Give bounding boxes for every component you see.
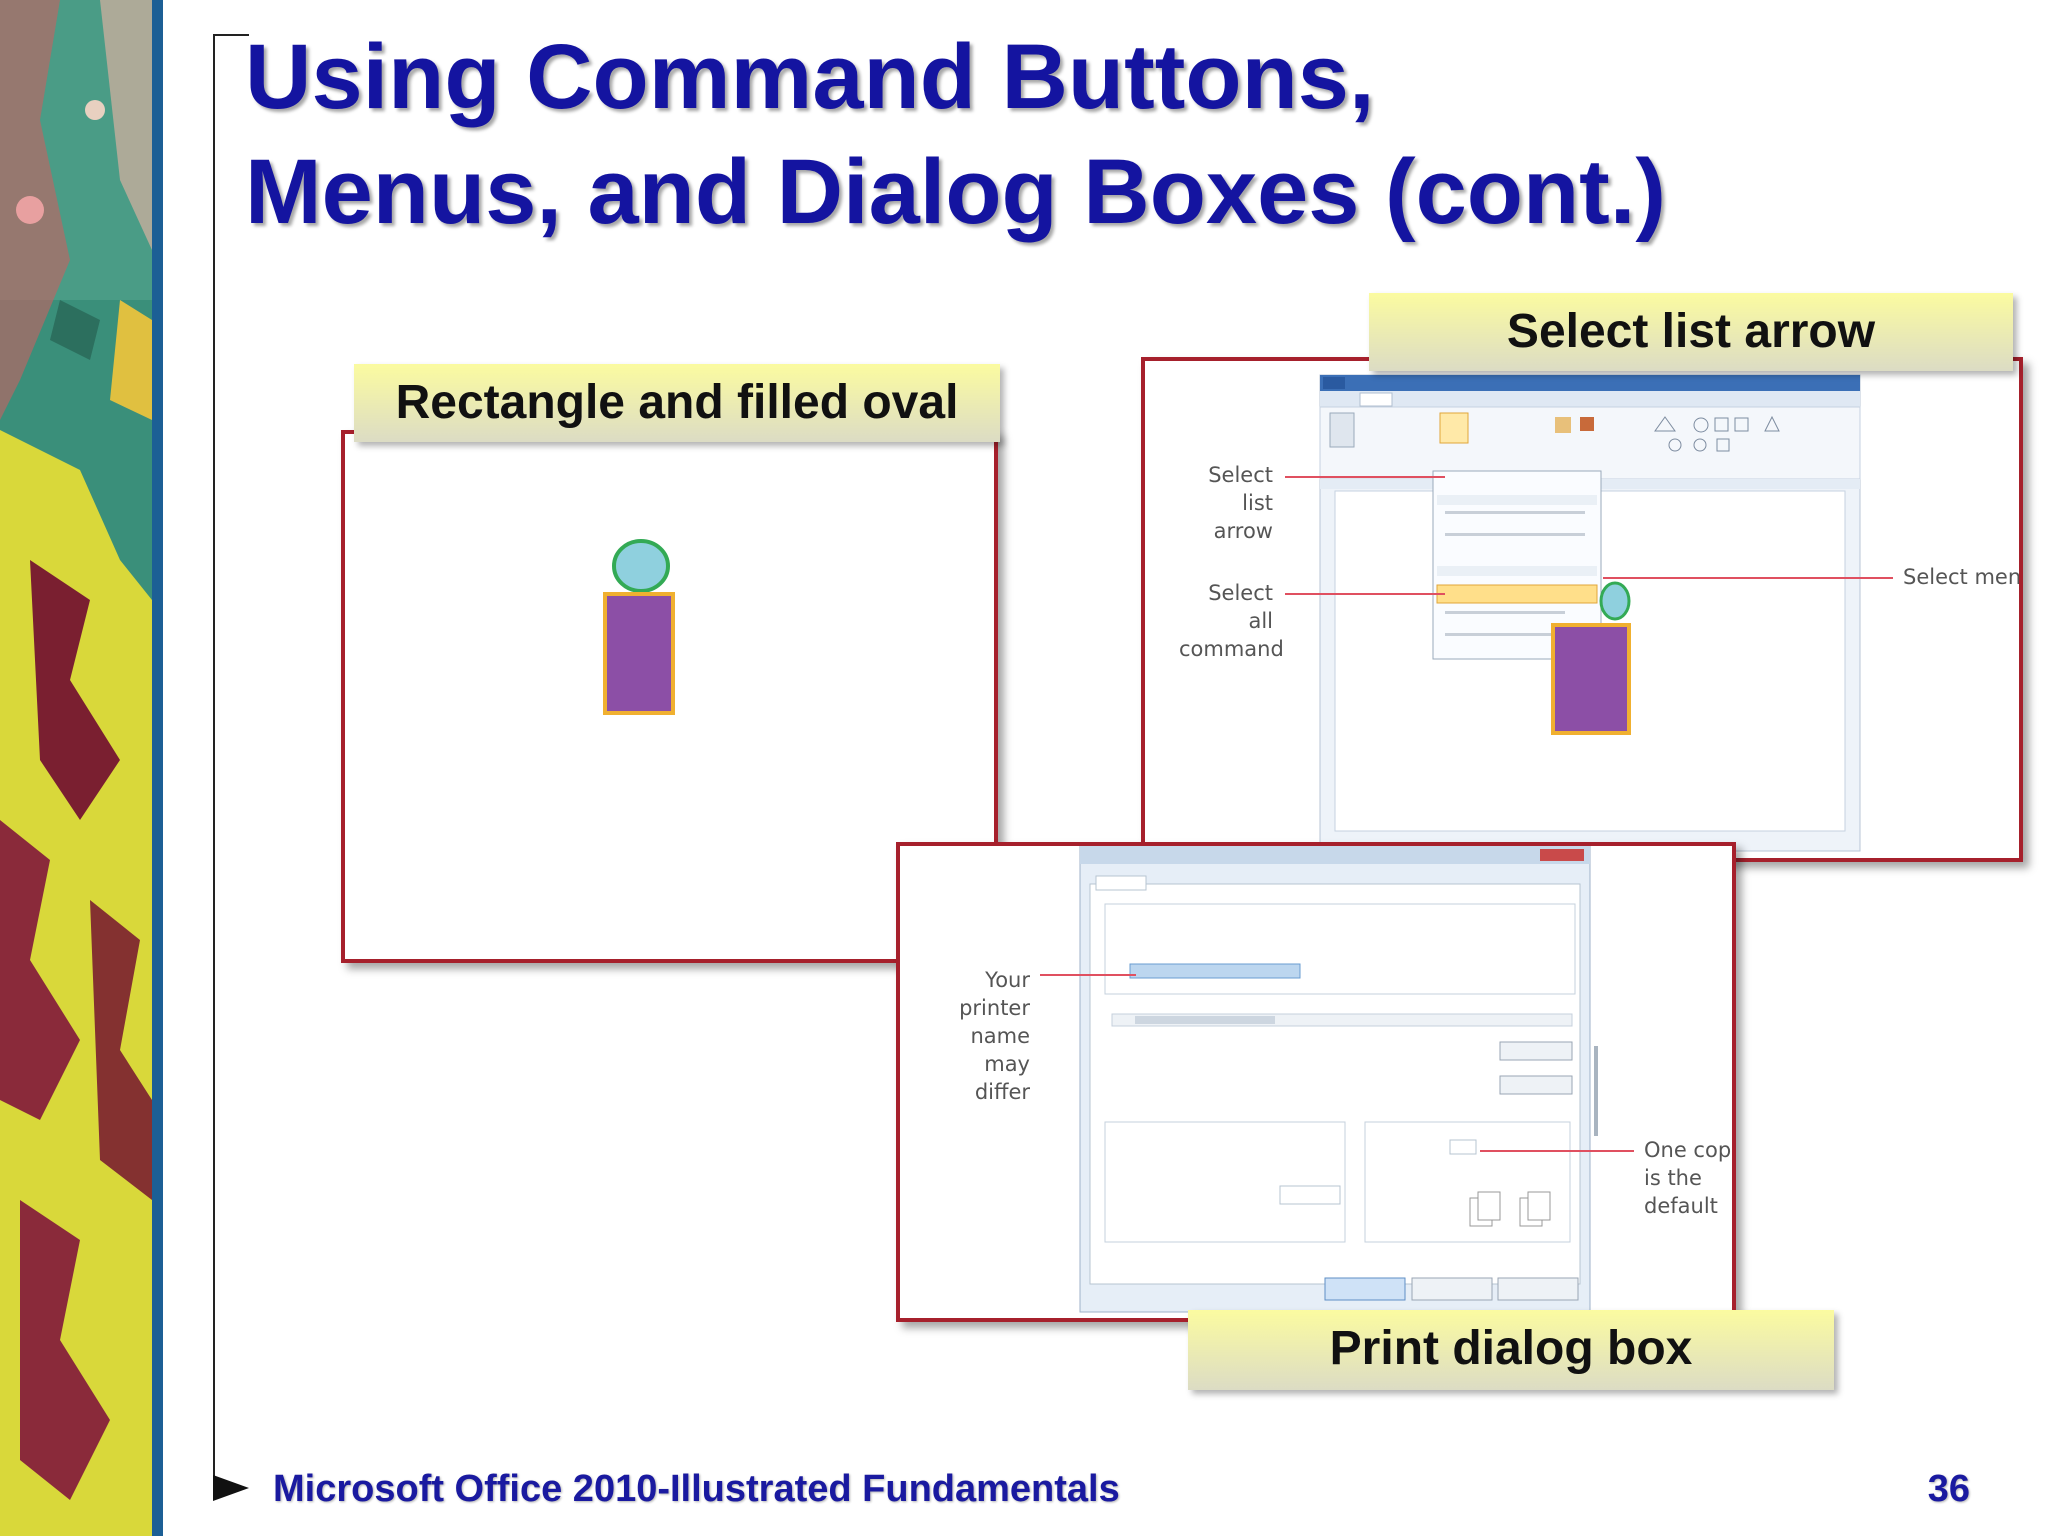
slide-page-number: 36 [1927, 1468, 1970, 1510]
pointer-line [1480, 1150, 1634, 1152]
callout-print-dialog-box: Print dialog box [1188, 1310, 1834, 1390]
bracket-top [213, 34, 249, 36]
annotation-select-list-arrow: Select list arrow [1208, 463, 1273, 543]
shapes-drawing [603, 539, 675, 715]
pointer-line [1603, 577, 1893, 579]
paint-window-image [1319, 374, 1861, 852]
slide-title: Using Command Buttons, Menus, and Dialog… [245, 20, 1666, 250]
annotation-select-all-command: Select all command [1179, 581, 1284, 661]
slide-footer: Microsoft Office 2010-Illustrated Fundam… [273, 1468, 1120, 1510]
title-line-2: Menus, and Dialog Boxes (cont.) [245, 141, 1667, 243]
title-line-1: Using Command Buttons, [245, 26, 1375, 128]
annotation-select-menu: Select menu [1903, 565, 2023, 589]
print-dialog-frame: Your printer name may differ One cop is … [896, 842, 1736, 1322]
abstract-pattern-image [0, 0, 152, 1536]
shapes-canvas-frame [341, 430, 998, 963]
decorative-side-strip [0, 0, 163, 1536]
filled-oval [612, 539, 670, 593]
print-dialog-image [1079, 846, 1598, 1313]
callout-select-list-arrow: Select list arrow [1369, 293, 2013, 371]
rectangle-shape [603, 592, 675, 715]
footer-arrow-icon [213, 1475, 249, 1501]
annotation-one-copy-default: One cop is the default [1644, 1138, 1732, 1218]
pointer-line [1285, 593, 1445, 595]
bracket-line [213, 34, 215, 1496]
annotation-printer-name: Your printer name may differ [959, 968, 1030, 1104]
paint-screenshot-frame: Select list arrow Select all command Sel… [1141, 357, 2023, 862]
pointer-line [1285, 476, 1445, 478]
pointer-line [1040, 974, 1136, 976]
callout-rectangle-oval: Rectangle and filled oval [354, 364, 1000, 442]
